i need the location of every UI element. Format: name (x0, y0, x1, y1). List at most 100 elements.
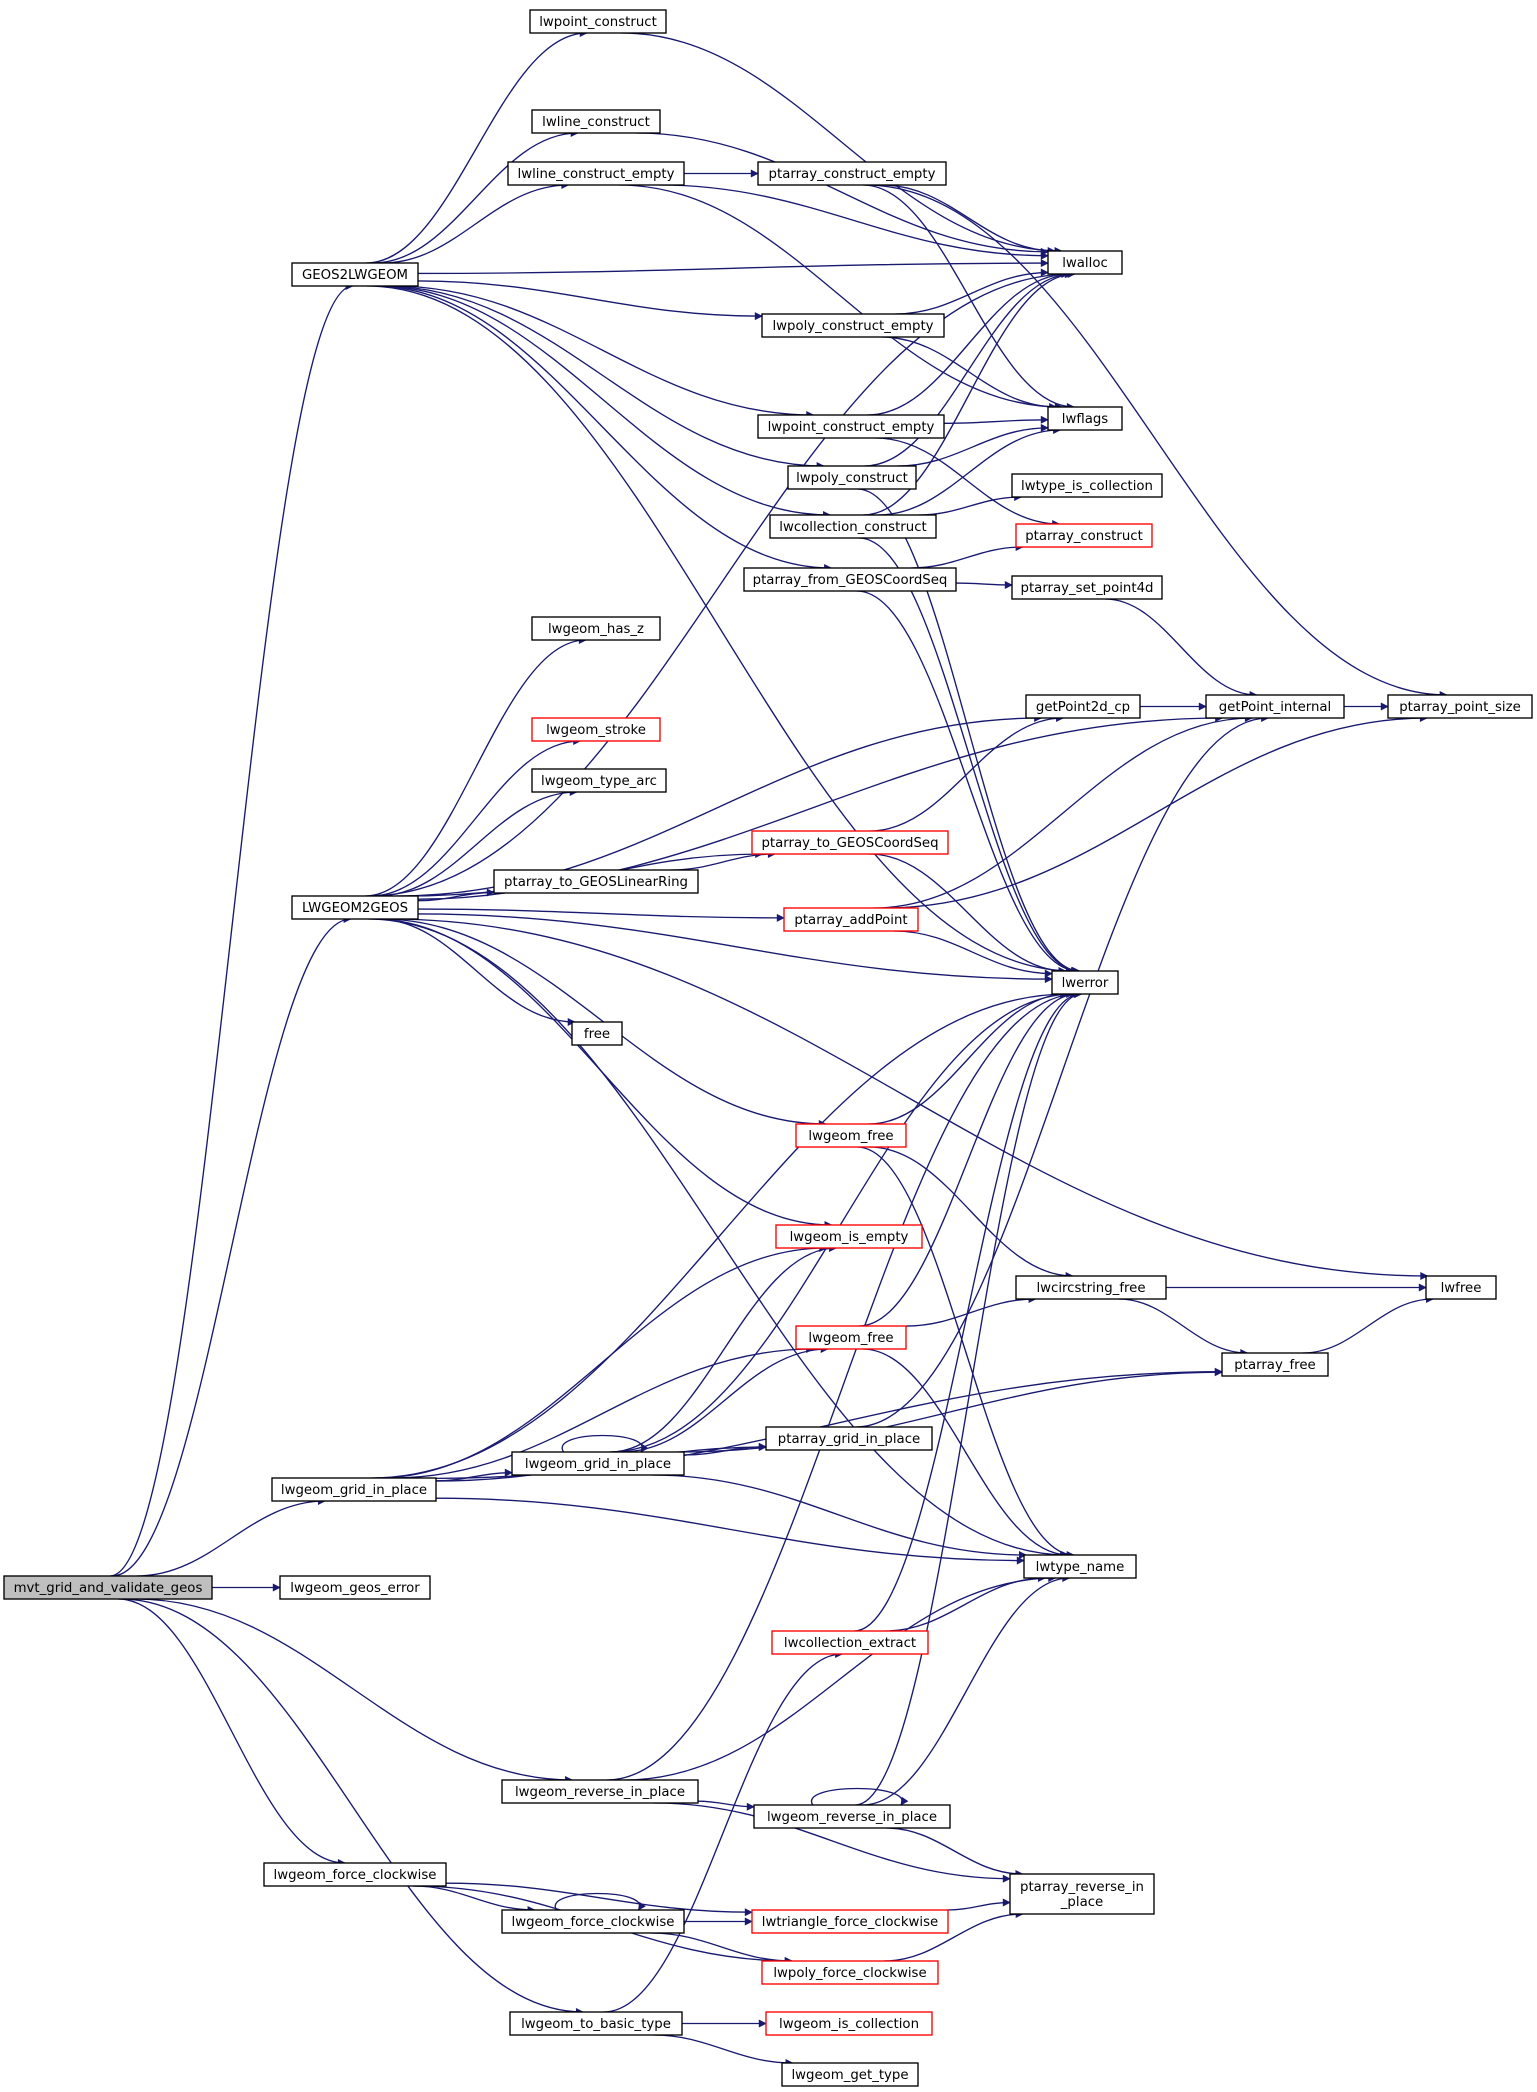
node-lwgeom-is-empty[interactable]: lwgeom_is_empty (775, 1224, 923, 1249)
node-free[interactable]: free (571, 1021, 623, 1046)
node-lwgeom-reverse-in-place-1[interactable]: lwgeom_reverse_in_place (501, 1779, 699, 1804)
node-label: ptarray_grid_in_place (778, 1432, 920, 1447)
node-lwpoly-construct-empty[interactable]: lwpoly_construct_empty (761, 313, 945, 338)
node-ptarray-free[interactable]: ptarray_free (1221, 1352, 1329, 1377)
edge-lwlineconstructempty-to-lwalloc (659, 184, 1049, 260)
node-box (501, 1779, 699, 1804)
node-getpoint-internal[interactable]: getPoint_internal (1205, 694, 1345, 719)
node-lwgeom-has-z[interactable]: lwgeom_has_z (531, 616, 661, 641)
edge-lwpolyforcecw-to-ptarrayreverse (883, 1910, 1024, 1962)
node-lwline-construct[interactable]: lwline_construct (531, 109, 661, 134)
node-lwpoint-construct-empty[interactable]: lwpoint_construct_empty (757, 414, 945, 439)
edge-ptarrayfromgeos-to-lwerror (856, 590, 1080, 975)
node-lwgeom-force-clockwise-2[interactable]: lwgeom_force_clockwise (501, 1909, 685, 1934)
edge-geos2lwgeom-to-lwpointconstruct (366, 29, 588, 264)
node-label: lwline_construct (542, 115, 650, 130)
node-lwgeom-free-1[interactable]: lwgeom_free (795, 1123, 907, 1148)
node-lwtype-is-collection[interactable]: lwtype_is_collection (1011, 473, 1163, 498)
node-lwtriangle-force-clockwise[interactable]: lwtriangle_force_clockwise (751, 1909, 949, 1934)
node-getpoint2d-cp[interactable]: getPoint2d_cp (1025, 694, 1141, 719)
node-box (1025, 694, 1141, 719)
node-lwgeom-grid-in-place-2[interactable]: lwgeom_grid_in_place (511, 1451, 685, 1476)
node-box (1011, 575, 1163, 600)
edge-revinplace1-to-revinplace2 (697, 1800, 755, 1811)
edge-ptarrayconstructempty-to-lwalloc (882, 184, 1056, 255)
function-nodes: mvt_grid_and_validate_geos GEOS2LWGEOM LWG… (3, 9, 1533, 2087)
node-ptarray-reverse-in-place[interactable]: ptarray_reverse_in_place (1009, 1873, 1155, 1915)
edge-lwpointconstructempty-to-ptarrayconstruct (875, 437, 1061, 528)
node-lwgeom-is-collection[interactable]: lwgeom_is_collection (765, 2011, 933, 2036)
node-ptarray-construct[interactable]: ptarray_construct (1015, 523, 1153, 548)
edge-lwgeomfree2-to-lwcircstringfree (905, 1295, 1037, 1327)
node-lwgeom-reverse-in-place-2[interactable]: lwgeom_reverse_in_place (753, 1804, 951, 1829)
node-lwerror[interactable]: lwerror (1051, 970, 1119, 995)
node-label: lwgeom_stroke (546, 723, 646, 738)
node-lwline-construct-empty[interactable]: lwline_construct_empty (507, 161, 685, 186)
node-lwalloc[interactable]: lwalloc (1047, 250, 1123, 275)
edge-root-to-revinplace1 (135, 1598, 574, 1784)
edge-lwgeom2geos-to-ptarrayaddpoint (417, 908, 785, 922)
node-ptarray-set-point4d[interactable]: ptarray_set_point4d (1011, 575, 1163, 600)
node-box (571, 1021, 623, 1046)
node-lwtype-name[interactable]: lwtype_name (1023, 1554, 1137, 1579)
node-label: lwalloc (1062, 256, 1108, 271)
edge-gridinplace1-to-lwgeomfree2 (391, 1345, 815, 1479)
node-box (291, 262, 419, 287)
node-lwgeom2geos[interactable]: LWGEOM2GEOS (291, 895, 419, 920)
node-lwgeom-force-clockwise-1[interactable]: lwgeom_force_clockwise (263, 1862, 447, 1887)
node-lwcircstring-free[interactable]: lwcircstring_free (1015, 1275, 1167, 1300)
node-lwcollection-construct[interactable]: lwcollection_construct (769, 514, 937, 539)
node-label: getPoint_internal (1219, 700, 1332, 715)
edge-geos2lwgeom-to-lwlineconstruct (373, 129, 579, 264)
edge-lwpointconstruct-to-lwalloc (621, 32, 1063, 255)
node-box (529, 9, 667, 34)
node-label: lwpoint_construct_empty (768, 420, 935, 435)
edge-lwpointconstructempty-to-lwflags (943, 415, 1049, 424)
node-box (3, 1575, 213, 1600)
edge-lwgeom2geos-to-lwerror (417, 913, 1053, 984)
edge-geos2lwgeom-to-lwalloc (417, 259, 1049, 275)
node-label: ptarray_free (1234, 1358, 1315, 1373)
node-lwflags[interactable]: lwflags (1047, 406, 1123, 431)
node-lwgeom-to-basic-type[interactable]: lwgeom_to_basic_type (509, 2011, 683, 2036)
node-lwgeom-geos-error[interactable]: lwgeom_geos_error (279, 1575, 431, 1600)
edge-lwlineconstruct-to-lwalloc (635, 132, 1049, 256)
edge-revinplace2-to-lwerror (855, 990, 1083, 1806)
node-ptarray-to-geoscoordseq[interactable]: ptarray_to_GEOSCoordSeq (751, 830, 949, 855)
edge-gridinplace1-to-lwgeomisempty (376, 1244, 828, 1479)
node-lwgeom-free-2[interactable]: lwgeom_free (795, 1325, 907, 1350)
edge-geos2lwgeom-to-lwerror (366, 285, 1074, 975)
node-box (1015, 523, 1153, 548)
node-lwgeom-get-type[interactable]: lwgeom_get_type (781, 2062, 919, 2087)
node-label: lwcircstring_free (1036, 1281, 1145, 1296)
node-mvt-grid-and-validate-geos[interactable]: mvt_grid_and_validate_geos (3, 1575, 213, 1600)
node-lwfree[interactable]: lwfree (1425, 1275, 1497, 1300)
node-box (795, 1325, 907, 1350)
node-lwgeom-type-arc[interactable]: lwgeom_type_arc (531, 768, 667, 793)
node-ptarray-construct-empty[interactable]: ptarray_construct_empty (757, 161, 947, 186)
node-ptarray-from-geoscoordseq[interactable]: ptarray_from_GEOSCoordSeq (743, 567, 957, 592)
edge-revinplace2-to-ptarrayreverse (886, 1827, 1024, 1878)
node-ptarray-addpoint[interactable]: ptarray_addPoint (783, 907, 919, 932)
node-box (795, 1123, 907, 1148)
node-label: lwgeom_reverse_in_place (515, 1785, 685, 1800)
node-lwgeom-grid-in-place-1[interactable]: lwgeom_grid_in_place (271, 1477, 437, 1502)
node-box (263, 1862, 447, 1887)
node-label: ptarray_reverse_in (1020, 1880, 1144, 1895)
node-box (1205, 694, 1345, 719)
node-label: lwtriangle_force_clockwise (762, 1915, 938, 1930)
edge-forcecw2-to-forcecw2 (554, 1892, 646, 1911)
edge-gridinplace2-to-lwgeomfree2 (621, 1345, 829, 1453)
node-ptarray-point-size[interactable]: ptarray_point_size (1387, 694, 1533, 719)
node-ptarray-grid-in-place[interactable]: ptarray_grid_in_place (765, 1426, 933, 1451)
node-ptarray-to-geoslinearring[interactable]: ptarray_to_GEOSLinearRing (493, 869, 699, 894)
node-lwpoly-force-clockwise[interactable]: lwpoly_force_clockwise (761, 1960, 939, 1985)
node-lwcollection-extract[interactable]: lwcollection_extract (771, 1630, 929, 1655)
edge-geos2lwgeom-to-lwpolyconstructempty (417, 280, 763, 321)
node-lwpoly-construct[interactable]: lwpoly_construct (787, 465, 917, 490)
node-lwpoint-construct[interactable]: lwpoint_construct (529, 9, 667, 34)
node-geos2lwgeom[interactable]: GEOS2LWGEOM (291, 262, 419, 287)
edge-lwlineconstructempty-to-lwflags (618, 184, 1063, 411)
node-lwgeom-stroke[interactable]: lwgeom_stroke (531, 717, 661, 742)
node-label: lwcollection_construct (779, 520, 926, 535)
